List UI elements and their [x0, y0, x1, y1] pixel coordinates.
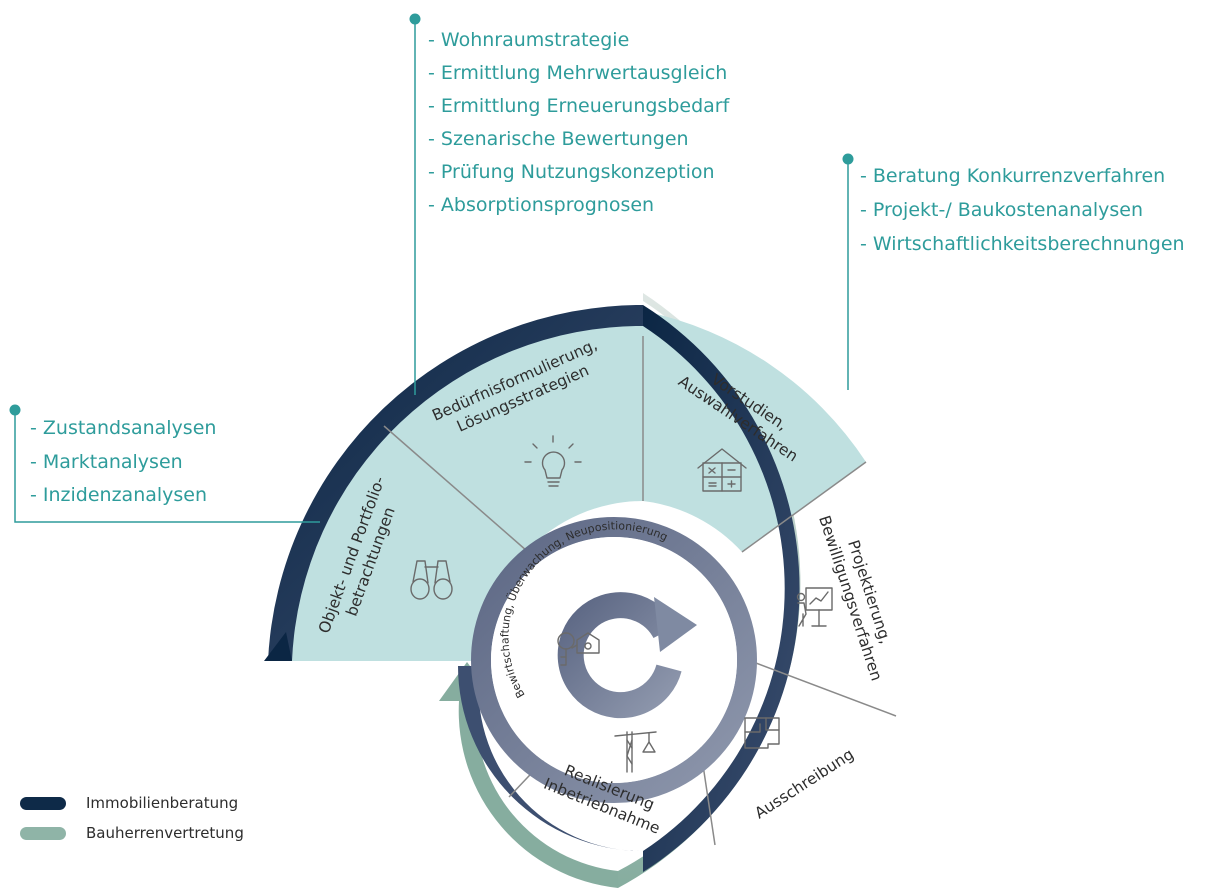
service-item: - Szenarische Bewertungen — [428, 128, 689, 150]
connector-dot-right — [842, 153, 854, 165]
house-calculator-icon — [697, 448, 747, 492]
legend-label: Immobilienberatung — [86, 794, 238, 812]
service-item: - Wohnraumstrategie — [428, 29, 629, 51]
service-item: - Prüfung Nutzungskonzeption — [428, 161, 715, 183]
service-item: - Inzidenzanalysen — [30, 484, 207, 506]
keys-icon — [557, 632, 600, 666]
service-item: - Ermittlung Erneuerungsbedarf — [428, 95, 731, 117]
service-item: - Marktanalysen — [30, 451, 183, 473]
legend-label: Bauherrenvertretung — [86, 824, 244, 842]
legend-swatch-immobilienberatung — [20, 797, 66, 810]
lightbulb-icon — [524, 435, 582, 487]
inner-core — [491, 537, 737, 783]
legend: Immobilienberatung Bauherrenvertretung — [20, 794, 244, 842]
service-list-top: - Wohnraumstrategie - Ermittlung Mehrwer… — [428, 29, 731, 216]
connectors — [14, 20, 849, 523]
immobilienberatung-arc-tip — [264, 632, 292, 661]
service-item: - Beratung Konkurrenzverfahren — [860, 165, 1165, 187]
service-item: - Projekt-/ Baukostenanalysen — [860, 199, 1143, 221]
immobilienberatung-arc-outer — [268, 304, 643, 661]
segment-ausschreibung-label: Ausschreibung — [752, 745, 858, 822]
connector-dot-left — [9, 404, 21, 416]
crane-icon — [614, 731, 657, 773]
inner-ring — [471, 517, 757, 803]
service-list-left: - Zustandsanalysen - Marktanalysen - Inz… — [30, 417, 216, 506]
service-list-right: - Beratung Konkurrenzverfahren - Projekt… — [860, 165, 1185, 255]
legend-swatch-bauherrenvertretung — [20, 827, 66, 840]
cycle-arrow-icon — [557, 592, 682, 719]
floorplan-icon — [744, 717, 780, 749]
segment-objekt-fill — [292, 426, 527, 661]
presentation-icon — [796, 587, 833, 627]
cycle-arrow-head — [654, 597, 697, 652]
binoculars-icon — [410, 560, 453, 600]
service-item: - Absorptionsprognosen — [428, 194, 654, 216]
segment-projektierung-label: Projektierung, Bewilligungsverfahren — [815, 513, 895, 683]
service-item: - Wirtschaftlichkeitsberechnungen — [860, 233, 1185, 255]
connector-dot-top — [409, 13, 421, 25]
service-item: - Ermittlung Mehrwertausgleich — [428, 62, 727, 84]
segment-label-line: Ausschreibung — [752, 745, 858, 822]
service-item: - Zustandsanalysen — [30, 417, 216, 439]
